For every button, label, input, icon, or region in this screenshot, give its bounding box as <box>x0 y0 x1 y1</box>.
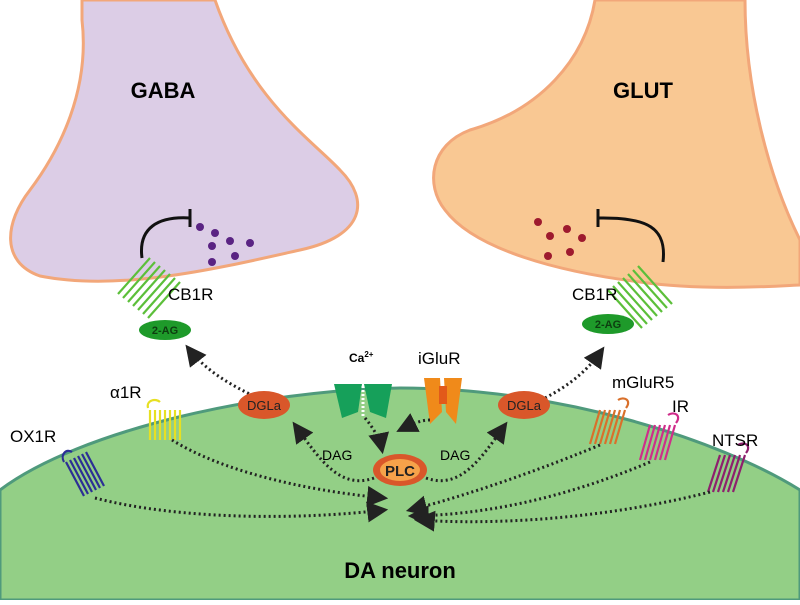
dag-right-label: DAG <box>440 447 470 463</box>
ir-receptor-icon <box>638 412 680 461</box>
cb1r-right-label: CB1R <box>572 285 617 304</box>
inhibition-arrow-icon <box>140 216 191 259</box>
ca-label: Ca2+ <box>349 350 374 365</box>
inhibition-arrow-icon <box>597 216 666 263</box>
glut-terminal <box>432 0 800 289</box>
ox1r-receptor-icon <box>61 449 105 497</box>
glut-label: GLUT <box>613 78 673 103</box>
mglur5-receptor-icon <box>588 397 630 445</box>
gaba-terminal <box>9 0 360 283</box>
dgla-right-enzyme <box>498 391 550 419</box>
2ag-right-badge <box>582 314 634 334</box>
a1r-label: α1R <box>110 383 142 402</box>
dgla-right-label: DGLa <box>507 398 542 413</box>
mglur5-label: mGluR5 <box>612 373 674 392</box>
dgla-to-2ag-left-arrow <box>185 344 259 400</box>
da-neuron-label: DA neuron <box>344 558 456 583</box>
cb1r-left-receptor-icon <box>117 257 181 319</box>
ox1r-label: OX1R <box>10 427 56 446</box>
2ag-left-badge <box>139 320 191 340</box>
glut-vesicles <box>534 218 586 260</box>
iglur-channel-icon <box>424 378 462 424</box>
plc-label: PLC <box>385 463 415 480</box>
signaling-arrows <box>94 413 711 532</box>
ntsr-receptor-icon <box>706 442 750 493</box>
2ag-left-label: 2-AG <box>152 325 178 337</box>
gaba-label: GABA <box>131 78 196 103</box>
gaba-vesicles <box>196 223 254 266</box>
cb1r-left-label: CB1R <box>168 285 213 304</box>
a1r-receptor-icon <box>146 398 182 440</box>
dgla-left-label: DGLa <box>247 398 282 413</box>
2ag-right-label: 2-AG <box>595 319 621 331</box>
dag-left-label: DAG <box>322 447 352 463</box>
cb1r-right-receptor-icon <box>607 265 673 329</box>
iglur-label: iGluR <box>418 349 461 368</box>
dgla-to-2ag-right-arrow <box>544 346 605 400</box>
ir-label: IR <box>672 397 689 416</box>
dgla-left-enzyme <box>238 391 290 419</box>
ntsr-label: NTSR <box>712 431 758 450</box>
ca-channel-icon <box>334 370 392 418</box>
